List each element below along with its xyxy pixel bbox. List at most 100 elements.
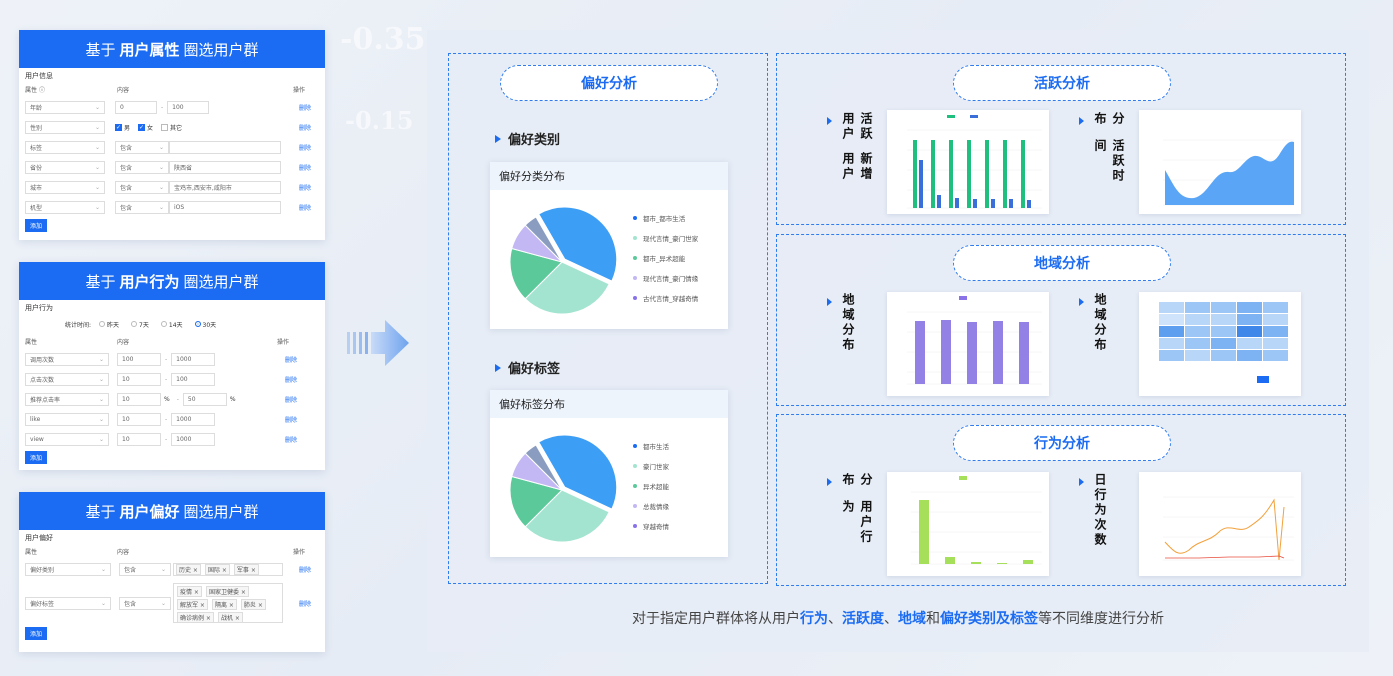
preference-category-heading: 偏好类别	[495, 129, 560, 148]
delete-link[interactable]: 删除	[298, 104, 311, 112]
heatmap-cell	[1237, 302, 1262, 313]
legend-item: 总裁情缘	[633, 496, 669, 516]
operator-select[interactable]: 包含	[115, 160, 169, 174]
radio[interactable]	[131, 321, 138, 327]
delete-link[interactable]: 删除	[298, 600, 311, 608]
background-number: -0.15	[345, 106, 414, 135]
heatmap-cell	[1185, 326, 1210, 337]
active-time-chart	[1139, 110, 1301, 214]
col-content: 内容	[117, 549, 130, 556]
field-select[interactable]: 点击次数	[25, 372, 109, 386]
delete-link[interactable]: 删除	[298, 144, 311, 152]
legend-item: 穿越奇情	[633, 516, 669, 536]
field-select[interactable]: 标签	[25, 140, 105, 154]
tag-chip[interactable]: 疫情 ×	[177, 586, 202, 597]
delete-link[interactable]: 删除	[298, 164, 311, 172]
checkbox[interactable]	[161, 123, 169, 131]
delete-link[interactable]: 删除	[284, 376, 297, 384]
tag-chip[interactable]: 隔离 ×	[211, 599, 237, 610]
delete-link[interactable]: 删除	[298, 184, 311, 192]
legend-dot	[633, 484, 637, 488]
field-select[interactable]: 年龄	[25, 100, 105, 114]
min-input[interactable]: 100	[117, 352, 161, 366]
region-analysis-pill: 地域分析	[953, 245, 1171, 281]
tag-chip[interactable]: 解放军 ×	[177, 599, 208, 610]
radio-selected[interactable]	[194, 321, 201, 327]
max-input[interactable]: 1000	[171, 432, 216, 446]
tag-input[interactable]: 疫情 × 国家卫健委 × 解放军 × 隔离 × 肺炎 × 确诊病例 × 战机 ×	[173, 583, 283, 623]
min-input[interactable]: 10	[117, 392, 161, 406]
field-select[interactable]: 机型	[25, 200, 105, 214]
tag-chip[interactable]: 历史 ×	[176, 563, 201, 575]
card-header-bold: 用户偏好	[119, 502, 180, 521]
min-input[interactable]: 10	[117, 412, 161, 426]
tag-chip[interactable]: 战机 ×	[217, 612, 243, 623]
heatmap-cell	[1159, 326, 1184, 337]
checkbox-label: 其它	[170, 124, 183, 132]
min-input[interactable]: 10	[117, 432, 161, 446]
background-number: -0.35	[340, 22, 426, 57]
delete-link[interactable]: 删除	[284, 436, 297, 444]
legend-item: 现代言情_豪门世家	[633, 228, 698, 248]
category-pie-chart	[509, 206, 618, 315]
triangle-icon	[827, 298, 832, 306]
heatmap-cell	[1185, 302, 1210, 313]
max-input[interactable]: 1000	[171, 352, 216, 366]
range-dash: -	[165, 355, 168, 363]
delete-link[interactable]: 删除	[298, 124, 311, 132]
value-input[interactable]: iOS	[169, 200, 281, 214]
operator-select[interactable]: 包含	[119, 562, 171, 576]
tag-chip[interactable]: 军事 ×	[233, 563, 259, 575]
delete-link[interactable]: 删除	[284, 396, 297, 404]
add-button[interactable]: 添加	[25, 219, 48, 232]
new-active-users-label: 活跃用户新增用户	[841, 112, 873, 182]
unit-label: %	[164, 395, 170, 403]
value-input[interactable]	[169, 140, 281, 154]
operator-select[interactable]: 包含	[115, 200, 169, 214]
field-select[interactable]: 推荐点击率	[25, 392, 109, 406]
max-input[interactable]: 50	[182, 392, 227, 406]
field-select[interactable]: 偏好类别	[25, 562, 111, 576]
add-button[interactable]: 添加	[25, 627, 48, 640]
delete-link[interactable]: 删除	[284, 416, 297, 424]
checkbox-label: 女	[147, 124, 154, 132]
value-input[interactable]: 宝鸡市,西安市,咸阳市	[169, 180, 281, 194]
add-button[interactable]: 添加	[25, 451, 48, 464]
tag-chip[interactable]: 国际 ×	[204, 563, 230, 575]
field-select[interactable]: 省份	[25, 160, 105, 174]
line-chart	[1163, 496, 1294, 561]
min-input[interactable]: 10	[117, 372, 161, 386]
delete-link[interactable]: 删除	[298, 566, 311, 574]
radio[interactable]	[99, 321, 106, 327]
legend-item: 现代言情_豪门情缘	[633, 268, 698, 288]
delete-link[interactable]: 删除	[298, 204, 311, 212]
checkbox[interactable]: ✓	[138, 123, 146, 131]
tag-chip[interactable]: 肺炎 ×	[240, 599, 266, 610]
heatmap-chart	[1159, 302, 1288, 383]
delete-link[interactable]: 删除	[284, 356, 297, 364]
max-input[interactable]: 100	[167, 100, 210, 114]
tag-chip[interactable]: 确诊病例 ×	[177, 612, 214, 623]
tag-chip[interactable]: 国家卫健委 ×	[205, 586, 249, 597]
pie-legend: 都市_都市生活 现代言情_豪门世家 都市_异术超能 现代言情_豪门情缘 古代言情…	[633, 208, 698, 308]
checkbox[interactable]: ✓	[115, 123, 122, 131]
pie-slice	[538, 434, 618, 510]
radio[interactable]	[160, 321, 167, 327]
field-select[interactable]: view	[25, 432, 109, 446]
field-select[interactable]: 城市	[25, 180, 105, 194]
max-input[interactable]: 1000	[171, 412, 216, 426]
operator-select[interactable]: 包含	[119, 596, 171, 610]
behavior-analysis-pill: 行为分析	[953, 425, 1171, 461]
field-select[interactable]: 调用次数	[25, 352, 109, 366]
field-select[interactable]: 性别	[25, 120, 105, 134]
operator-select[interactable]: 包含	[115, 140, 169, 154]
value-input[interactable]: 陕西省	[169, 160, 281, 174]
legend-dot	[633, 296, 637, 300]
tag-input[interactable]: 历史 × 国际 × 军事 ×	[173, 562, 283, 576]
field-select[interactable]: like	[25, 412, 109, 426]
min-input[interactable]: 0	[115, 100, 157, 114]
card-header-text: 圈选用户群	[183, 272, 259, 291]
field-select[interactable]: 偏好标签	[25, 596, 111, 610]
max-input[interactable]: 100	[171, 372, 216, 386]
operator-select[interactable]: 包含	[115, 180, 169, 194]
